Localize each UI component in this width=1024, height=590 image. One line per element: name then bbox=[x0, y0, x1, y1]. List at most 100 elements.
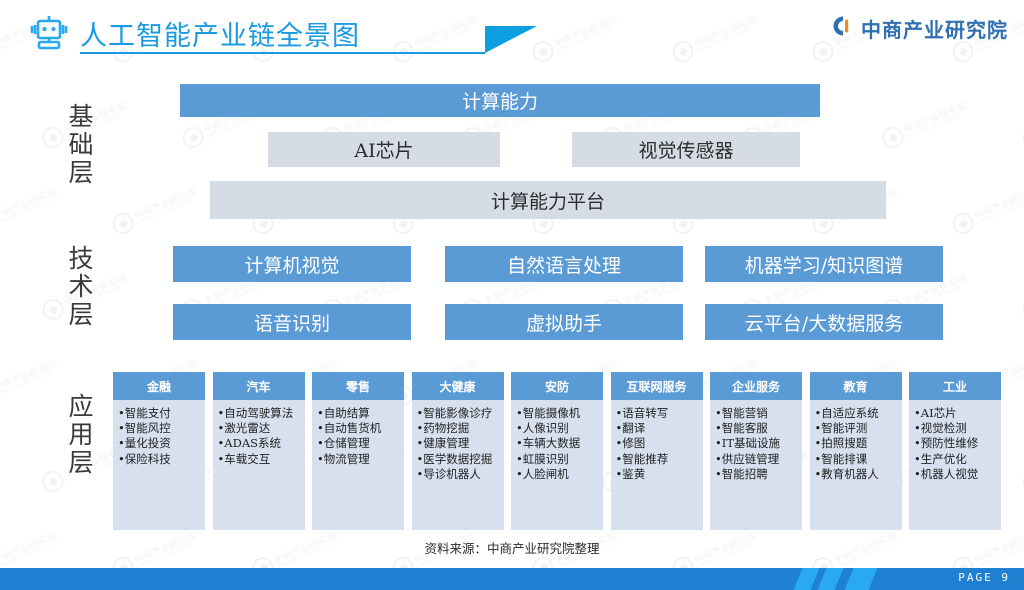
list-item: 人像识别 bbox=[516, 421, 599, 436]
brand-logo: 中商产业研究院 bbox=[832, 14, 1008, 43]
title-underline bbox=[80, 52, 485, 54]
page-title: 人工智能产业链全景图 bbox=[80, 21, 360, 52]
stripe-accent-1 bbox=[791, 568, 822, 590]
application-column[interactable]: 大健康智能影像诊疗药物挖掘健康管理医学数据挖掘导诊机器人 bbox=[411, 372, 504, 530]
watermark-line1: 中商产业研究院 bbox=[132, 186, 198, 221]
list-item: 虹膜识别 bbox=[516, 452, 599, 467]
application-column-body: 智能摄像机人像识别车辆大数据虹膜识别人脸闸机 bbox=[511, 400, 603, 530]
tech-box-computer-vision[interactable]: 计算机视觉 bbox=[173, 246, 411, 282]
tech-box-speech-recognition[interactable]: 语音识别 bbox=[173, 304, 411, 340]
list-item: 修图 bbox=[616, 436, 699, 451]
watermark-line1: 中商产业研究院 bbox=[0, 186, 58, 221]
application-column-body: 自动驾驶算法激光雷达ADAS系统车载交互 bbox=[212, 400, 305, 530]
list-item: 量化投资 bbox=[118, 436, 201, 451]
list-item: 鉴黄 bbox=[616, 467, 699, 482]
application-column-body: 智能影像诊疗药物挖掘健康管理医学数据挖掘导诊机器人 bbox=[411, 400, 504, 530]
tech-box-nlp[interactable]: 自然语言处理 bbox=[445, 246, 683, 282]
list-item: 智能排课 bbox=[815, 452, 898, 467]
foundation-box-computing-power[interactable]: 计算能力 bbox=[180, 84, 820, 117]
foundation-box-vision-sensor[interactable]: 视觉传感器 bbox=[572, 132, 800, 167]
list-item: 人脸闸机 bbox=[516, 467, 599, 482]
list-item: 智能招聘 bbox=[715, 467, 798, 482]
list-item: 生产优化 bbox=[914, 452, 997, 467]
tech-box-cloud-bigdata[interactable]: 云平台/大数据服务 bbox=[705, 304, 943, 340]
foundation-box-computing-platform[interactable]: 计算能力平台 bbox=[210, 181, 886, 219]
application-column-title: 安防 bbox=[511, 372, 603, 400]
list-item: 保险科技 bbox=[118, 452, 201, 467]
watermark-logo-icon bbox=[949, 209, 977, 238]
list-item: 智能摄像机 bbox=[516, 406, 599, 421]
list-item: 智能影像诊疗 bbox=[417, 406, 500, 421]
title-arrow-icon bbox=[485, 26, 537, 53]
list-item: 自助结算 bbox=[317, 406, 400, 421]
list-item: 医学数据挖掘 bbox=[417, 452, 500, 467]
list-item: 智能客服 bbox=[715, 421, 798, 436]
list-item: 教育机器人 bbox=[815, 467, 898, 482]
application-column[interactable]: 企业服务智能营销智能客服IT基础设施供应链管理智能招聘 bbox=[710, 372, 802, 530]
stripe-accent-2 bbox=[815, 568, 846, 590]
list-item: 智能营销 bbox=[715, 406, 798, 421]
list-item: 智能风控 bbox=[118, 421, 201, 436]
watermark-line2: www.askci.com/reports bbox=[0, 197, 52, 225]
source-note: 资料来源：中商产业研究院整理 bbox=[424, 541, 600, 556]
watermark-line1: 中商产业研究院 bbox=[902, 100, 968, 135]
application-column[interactable]: 教育自适应系统智能评测拍照搜题智能排课教育机器人 bbox=[809, 372, 902, 530]
layer-label-application: 应用层 bbox=[68, 392, 94, 477]
application-column[interactable]: 零售自助结算自动售货机仓储管理物流管理 bbox=[312, 372, 404, 530]
watermark-logo-icon bbox=[179, 123, 207, 152]
tech-box-virtual-assistant[interactable]: 虚拟助手 bbox=[445, 304, 683, 340]
stripe-accent-3 bbox=[842, 568, 880, 590]
list-item: 车辆大数据 bbox=[516, 436, 599, 451]
list-item: ADAS系统 bbox=[218, 436, 301, 451]
application-column[interactable]: 安防智能摄像机人像识别车辆大数据虹膜识别人脸闸机 bbox=[511, 372, 603, 530]
watermark-logo-icon bbox=[1019, 295, 1024, 324]
application-column[interactable]: 汽车自动驾驶算法激光雷达ADAS系统车载交互 bbox=[212, 372, 305, 530]
list-item: 预防性维修 bbox=[914, 436, 997, 451]
application-column-title: 互联网服务 bbox=[610, 372, 703, 400]
foundation-box-ai-chip[interactable]: AI芯片 bbox=[268, 132, 500, 167]
application-column-body: 自助结算自动售货机仓储管理物流管理 bbox=[312, 400, 404, 530]
list-item: 自适应系统 bbox=[815, 406, 898, 421]
askci-logo-icon bbox=[832, 15, 854, 42]
list-item: 自动售货机 bbox=[317, 421, 400, 436]
list-item: 智能推荐 bbox=[616, 452, 699, 467]
list-item: 视觉检测 bbox=[914, 421, 997, 436]
watermark-logo-icon bbox=[1019, 123, 1024, 152]
application-column-title: 汽车 bbox=[212, 372, 305, 400]
application-column-body: 语音转写翻译修图智能推荐鉴黄 bbox=[610, 400, 703, 530]
watermark-line2: www.askci.com/reports bbox=[0, 369, 52, 397]
application-column[interactable]: 工业AI芯片视觉检测预防性维修生产优化机器人视觉 bbox=[909, 372, 1001, 530]
list-item: 健康管理 bbox=[417, 436, 500, 451]
list-item: 药物挖掘 bbox=[417, 421, 500, 436]
application-column[interactable]: 互联网服务语音转写翻译修图智能推荐鉴黄 bbox=[610, 372, 703, 530]
watermark-line2: www.askci.com/reports bbox=[135, 197, 192, 225]
application-column-body: AI芯片视觉检测预防性维修生产优化机器人视觉 bbox=[909, 400, 1001, 530]
application-column[interactable]: 金融智能支付智能风控量化投资保险科技 bbox=[113, 372, 205, 530]
application-column-body: 自适应系统智能评测拍照搜题智能排课教育机器人 bbox=[809, 400, 902, 530]
application-column-title: 金融 bbox=[113, 372, 205, 400]
list-item: 车载交互 bbox=[218, 452, 301, 467]
list-item: 导诊机器人 bbox=[417, 467, 500, 482]
application-column-title: 零售 bbox=[312, 372, 404, 400]
application-column-body: 智能支付智能风控量化投资保险科技 bbox=[113, 400, 205, 530]
slide-header: 人工智能产业链全景图 中商产业研究院 bbox=[0, 0, 1024, 62]
application-column-title: 企业服务 bbox=[710, 372, 802, 400]
application-column-title: 大健康 bbox=[411, 372, 504, 400]
list-item: 智能支付 bbox=[118, 406, 201, 421]
application-column-title: 教育 bbox=[809, 372, 902, 400]
list-item: 智能评测 bbox=[815, 421, 898, 436]
layer-label-technology: 技术层 bbox=[68, 244, 94, 329]
list-item: IT基础设施 bbox=[715, 436, 798, 451]
layer-label-foundation: 基础层 bbox=[68, 102, 94, 187]
watermark-line2: www.askci.com/reports bbox=[905, 111, 962, 139]
application-column-body: 智能营销智能客服IT基础设施供应链管理智能招聘 bbox=[710, 400, 802, 530]
page-number: PAGE 9 bbox=[958, 571, 1010, 584]
tech-box-machine-learning[interactable]: 机器学习/知识图谱 bbox=[705, 246, 943, 282]
watermark-line2: www.askci.com/reports bbox=[975, 197, 1024, 225]
